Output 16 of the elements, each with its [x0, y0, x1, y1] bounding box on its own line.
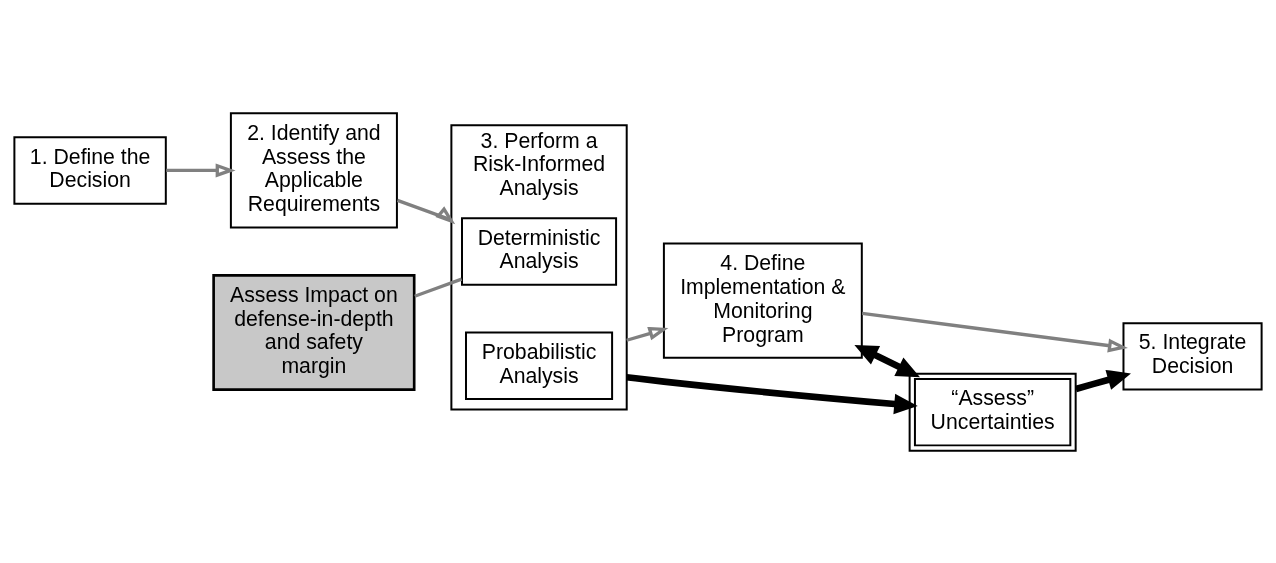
node-box: 5. Integrate Decision	[1122, 321, 1263, 391]
node-box: 4. Define Implementation & Monitoring Program	[662, 242, 863, 359]
connector	[414, 277, 463, 298]
arrow	[626, 326, 669, 342]
node-box: 1. Define the Decision	[13, 135, 167, 205]
node-box: 2. Identify and Assess the Applicable Requirements	[229, 111, 398, 229]
arrow	[854, 344, 920, 377]
arrow	[396, 198, 456, 224]
node-box: “Assess” Uncertainties	[908, 372, 1077, 452]
arrow	[1075, 369, 1131, 392]
arrow	[861, 311, 1128, 352]
node-box: Deterministic Analysis	[461, 216, 618, 286]
node-box: Probabilistic Analysis	[465, 330, 614, 400]
arrow	[626, 373, 918, 414]
arrow	[166, 162, 236, 177]
node-box: Assess Impact on defense-in-depth and safety margin	[212, 273, 416, 391]
